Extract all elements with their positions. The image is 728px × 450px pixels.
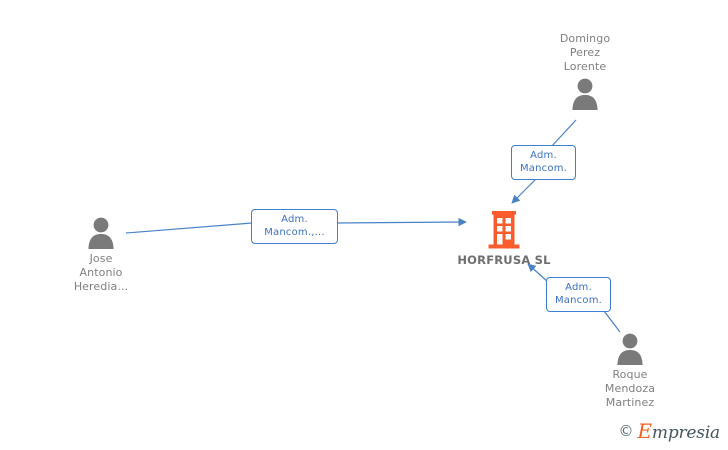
brand-rest: mpresia (651, 423, 720, 443)
company-label: HORFRUSA SL (457, 253, 551, 267)
person-label-domingo-perez-lorente: Domingo Perez Lorente (559, 32, 611, 73)
edge-label-roque[interactable]: Adm. Mancom. (546, 277, 611, 312)
person-icon (530, 77, 640, 110)
empresia-watermark: © Empresia (619, 421, 721, 442)
person-node-roque-mendoza-martinez[interactable]: Roque Mendoza Martinez (575, 332, 685, 410)
person-icon (575, 332, 685, 365)
person-label-roque-mendoza-martinez: Roque Mendoza Martinez (604, 368, 656, 409)
brand-initial: E (637, 419, 653, 443)
person-icon (46, 216, 156, 249)
building-icon (449, 211, 559, 249)
company-node-horfrusa-sl[interactable]: HORFRUSA SL (449, 211, 559, 267)
person-label-jose-antonio-heredia: Jose Antonio Heredia... (73, 252, 129, 293)
person-node-jose-antonio-heredia[interactable]: Jose Antonio Heredia... (46, 216, 156, 294)
edge-label-domingo[interactable]: Adm. Mancom. (511, 145, 576, 180)
edge-label-jose[interactable]: Adm. Mancom.,... (251, 209, 338, 244)
copyright-icon: © (618, 422, 634, 440)
brand-wordmark: Empresia (638, 421, 721, 442)
person-node-domingo-perez-lorente[interactable]: Domingo Perez Lorente (530, 32, 640, 110)
